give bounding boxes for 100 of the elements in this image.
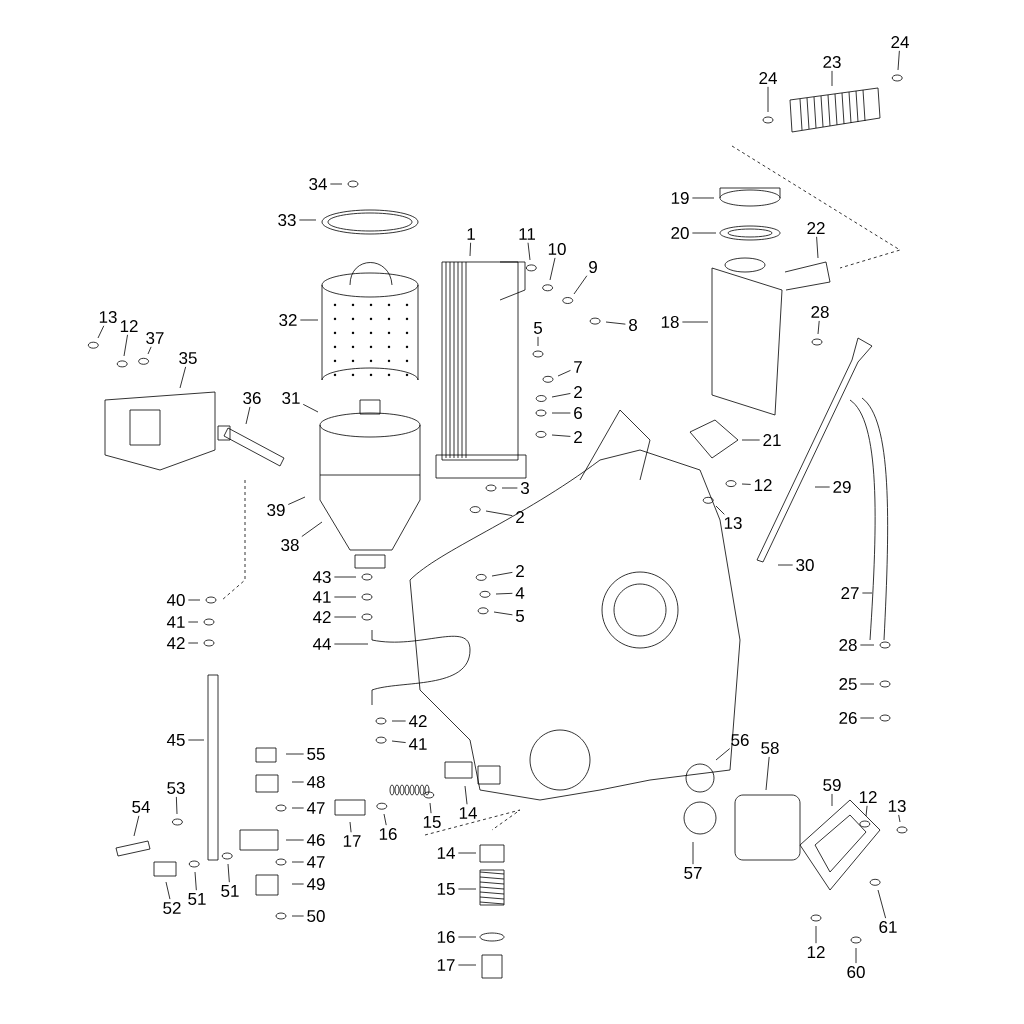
leader-line <box>715 748 731 761</box>
callout-number: 12 <box>859 791 877 803</box>
callout-number: 1 <box>467 228 475 240</box>
leader-line <box>175 796 178 815</box>
callout-number: 41 <box>312 591 331 603</box>
callout-number: 52 <box>163 902 181 915</box>
callout-number: 16 <box>437 931 455 944</box>
callout-number: 55 <box>307 748 325 760</box>
leader-line <box>291 807 305 809</box>
callout-number: 40 <box>166 594 185 607</box>
callout-number: 4 <box>515 587 525 599</box>
callout-number: 48 <box>306 776 325 789</box>
leader-line <box>457 936 477 938</box>
callout-number: 28 <box>811 306 829 319</box>
leader-line <box>691 232 717 234</box>
callout-number: 32 <box>279 314 297 327</box>
callout-number: 12 <box>807 946 825 958</box>
callout-number: 38 <box>281 539 299 552</box>
leader-line <box>605 321 626 325</box>
callout-number: 34 <box>309 178 327 190</box>
callout-number: 5 <box>533 322 542 334</box>
callout-number: 51 <box>188 893 206 905</box>
callout-number: 36 <box>243 392 261 405</box>
callout-number: 7 <box>574 361 582 373</box>
callout-number: 39 <box>267 504 285 517</box>
callout-number: 54 <box>132 801 150 813</box>
callout-number: 28 <box>839 639 857 652</box>
leader-line <box>457 964 477 966</box>
callout-number: 30 <box>796 559 814 572</box>
leader-line <box>333 596 357 598</box>
leader-line <box>549 257 556 281</box>
callout-number: 35 <box>179 352 197 365</box>
leader-line <box>429 802 432 814</box>
leader-line <box>831 70 833 87</box>
callout-number: 9 <box>589 261 597 274</box>
leader-line <box>349 821 352 833</box>
leader-line <box>859 683 875 685</box>
callout-number: 41 <box>166 616 185 628</box>
callout-number: 2 <box>574 431 582 443</box>
callout-number: 19 <box>671 192 689 204</box>
leader-line <box>291 883 305 885</box>
callout-number: 12 <box>754 479 772 491</box>
callout-number: 16 <box>379 828 397 841</box>
leader-line <box>133 815 140 837</box>
leader-line <box>681 321 709 323</box>
leader-line <box>187 642 199 644</box>
leader-line <box>457 888 477 890</box>
callout-number: 20 <box>671 227 689 239</box>
callout-number: 59 <box>823 779 841 792</box>
leader-line <box>861 592 873 594</box>
leader-line <box>227 863 230 883</box>
callout-number: 14 <box>437 847 455 859</box>
leader-line <box>859 644 875 646</box>
leader-line <box>527 242 531 261</box>
callout-number: 53 <box>167 782 185 795</box>
callout-number: 27 <box>841 587 859 599</box>
leader-line <box>179 366 187 389</box>
leader-line <box>97 325 105 339</box>
callout-number: 13 <box>99 311 117 324</box>
callout-number: 25 <box>839 678 857 691</box>
leader-line <box>391 740 407 743</box>
leader-line <box>187 621 199 623</box>
callout-number: 47 <box>306 802 325 814</box>
leader-line <box>859 717 875 719</box>
leader-line <box>831 793 833 807</box>
leader-line <box>877 889 886 919</box>
callout-number: 37 <box>146 332 164 345</box>
leader-line <box>469 242 471 257</box>
leader-line <box>187 739 205 741</box>
leader-line <box>298 219 317 221</box>
callout-number: 29 <box>833 481 851 494</box>
leader-line <box>383 813 387 826</box>
callout-number: 13 <box>724 517 742 530</box>
leader-line <box>551 434 571 437</box>
callout-number: 12 <box>120 320 138 332</box>
callout-number: 56 <box>731 734 749 747</box>
leader-line <box>767 86 769 113</box>
leader-line <box>302 403 319 413</box>
leader-line <box>245 406 251 425</box>
leader-line <box>485 510 513 517</box>
leader-line <box>123 334 128 357</box>
leader-line <box>194 871 197 891</box>
callout-number: 10 <box>548 243 566 255</box>
leader-line <box>301 521 323 537</box>
leader-line <box>329 183 343 185</box>
leader-line <box>573 275 588 295</box>
callout-number: 17 <box>343 835 361 847</box>
callout-number: 24 <box>891 36 909 48</box>
callout-number: 22 <box>807 222 825 234</box>
callout-number: 47 <box>306 856 325 868</box>
leader-line <box>291 781 305 783</box>
leader-line <box>333 576 357 578</box>
leader-line <box>287 496 306 505</box>
leader-line <box>165 881 171 900</box>
callout-number: 42 <box>166 637 185 649</box>
leader-line <box>765 756 770 791</box>
leader-line <box>464 785 468 805</box>
callout-number: 2 <box>516 511 524 523</box>
callout-number: 60 <box>847 966 865 979</box>
leader-line <box>865 805 868 817</box>
